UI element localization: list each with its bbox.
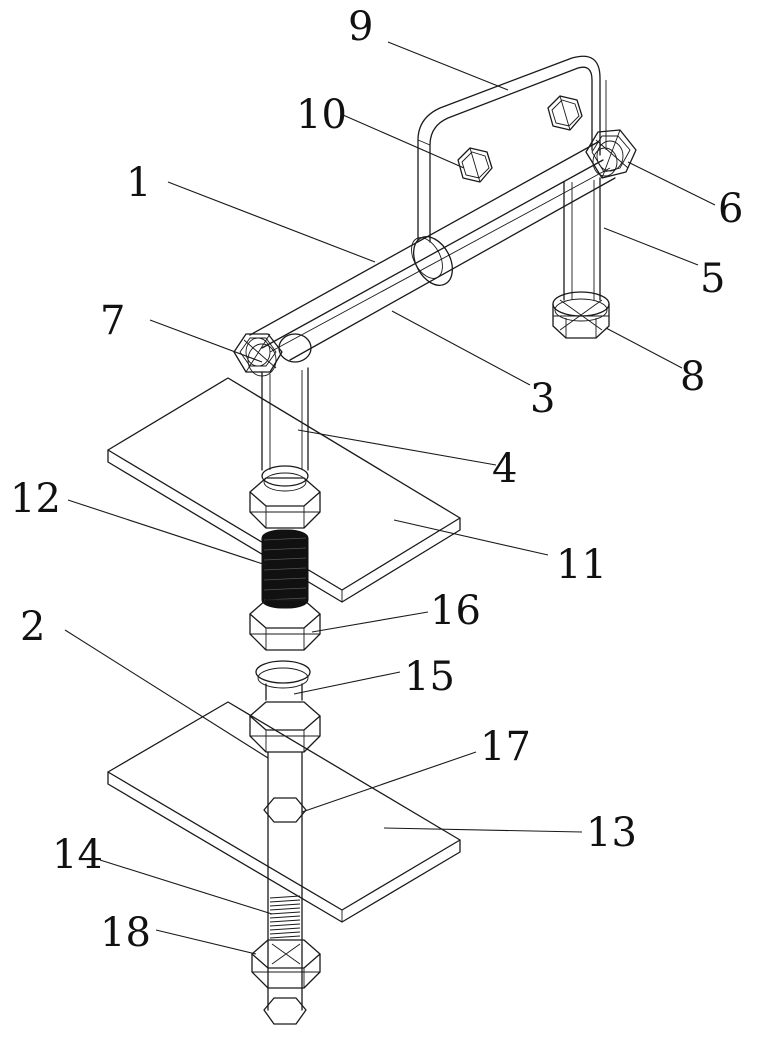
label-5: 5 (700, 256, 725, 302)
u-bracket (417, 55, 607, 243)
label-11: 11 (556, 542, 607, 588)
label-7: 7 (100, 298, 125, 344)
leader-lines (64, 41, 716, 955)
label-14: 14 (52, 832, 103, 878)
label-16: 16 (430, 588, 481, 634)
washer-15 (255, 660, 311, 689)
right-leg (563, 177, 601, 301)
label-1: 1 (126, 160, 151, 206)
label-13: 13 (586, 810, 637, 856)
upper-washer (261, 465, 309, 492)
label-17: 17 (480, 724, 531, 770)
lower-rod (263, 751, 307, 1011)
label-3: 3 (530, 376, 555, 422)
label-12: 12 (10, 476, 61, 522)
upper-hex-nut (249, 477, 321, 529)
compression-spring (261, 529, 309, 609)
horizontal-shaft (249, 141, 616, 363)
part-labels: 9 10 1 6 5 7 8 3 4 11 12 16 2 15 17 13 1… (10, 4, 743, 956)
label-18: 18 (100, 910, 151, 956)
label-2: 2 (20, 604, 45, 650)
bracket-bolts (457, 95, 583, 183)
label-6: 6 (718, 186, 743, 232)
label-10: 10 (296, 92, 347, 138)
label-8: 8 (680, 354, 705, 400)
label-9: 9 (348, 4, 373, 50)
lower-plate (107, 701, 461, 923)
bottom-right-nut (552, 291, 610, 339)
lower-hex-nut (249, 701, 321, 753)
nut-18 (251, 939, 321, 989)
label-15: 15 (404, 654, 455, 700)
right-nut (585, 129, 637, 179)
left-leg (261, 367, 309, 471)
small-spring (269, 895, 301, 939)
bottom-cap (263, 997, 307, 1025)
label-4: 4 (492, 446, 517, 492)
